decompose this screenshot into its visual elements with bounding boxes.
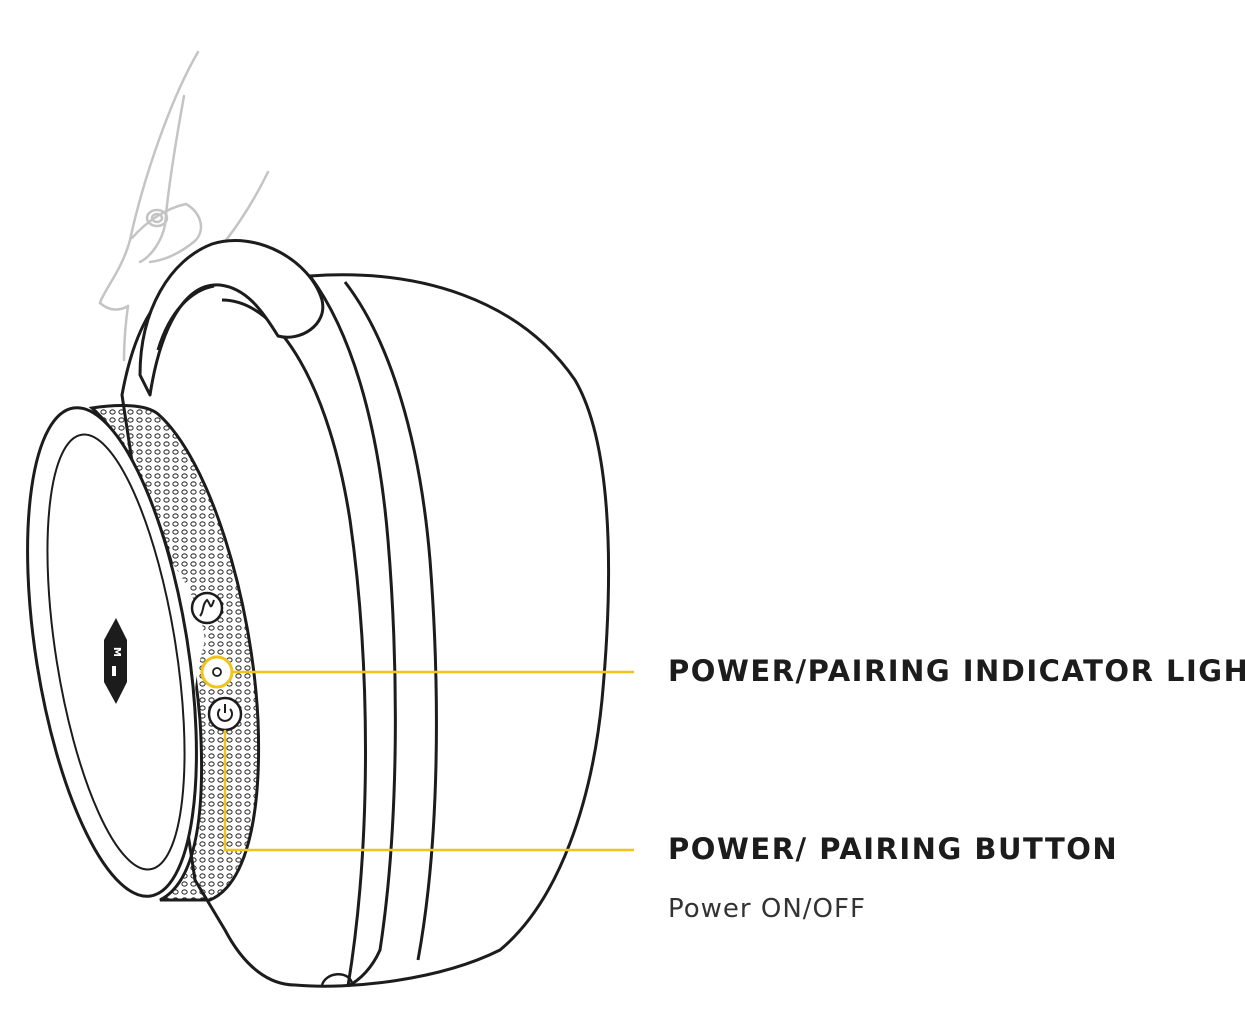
power-button[interactable] bbox=[207, 696, 243, 732]
power-button-label: POWER/ PAIRING BUTTON bbox=[668, 832, 1119, 866]
brand-badge: M bbox=[104, 618, 127, 704]
power-button-leader bbox=[223, 730, 634, 852]
power-icon bbox=[217, 708, 233, 722]
yoke bbox=[138, 239, 325, 397]
ambient-button[interactable] bbox=[190, 591, 224, 625]
brand-badge-letter: M bbox=[111, 647, 122, 657]
indicator-light-label: POWER/PAIRING INDICATOR LIGHT bbox=[668, 654, 1245, 688]
indicator-light bbox=[200, 655, 234, 689]
power-button-description: Power ON/OFF bbox=[668, 894, 866, 924]
callout-lines bbox=[223, 670, 634, 852]
headband bbox=[98, 50, 270, 362]
charging-port bbox=[320, 973, 354, 986]
